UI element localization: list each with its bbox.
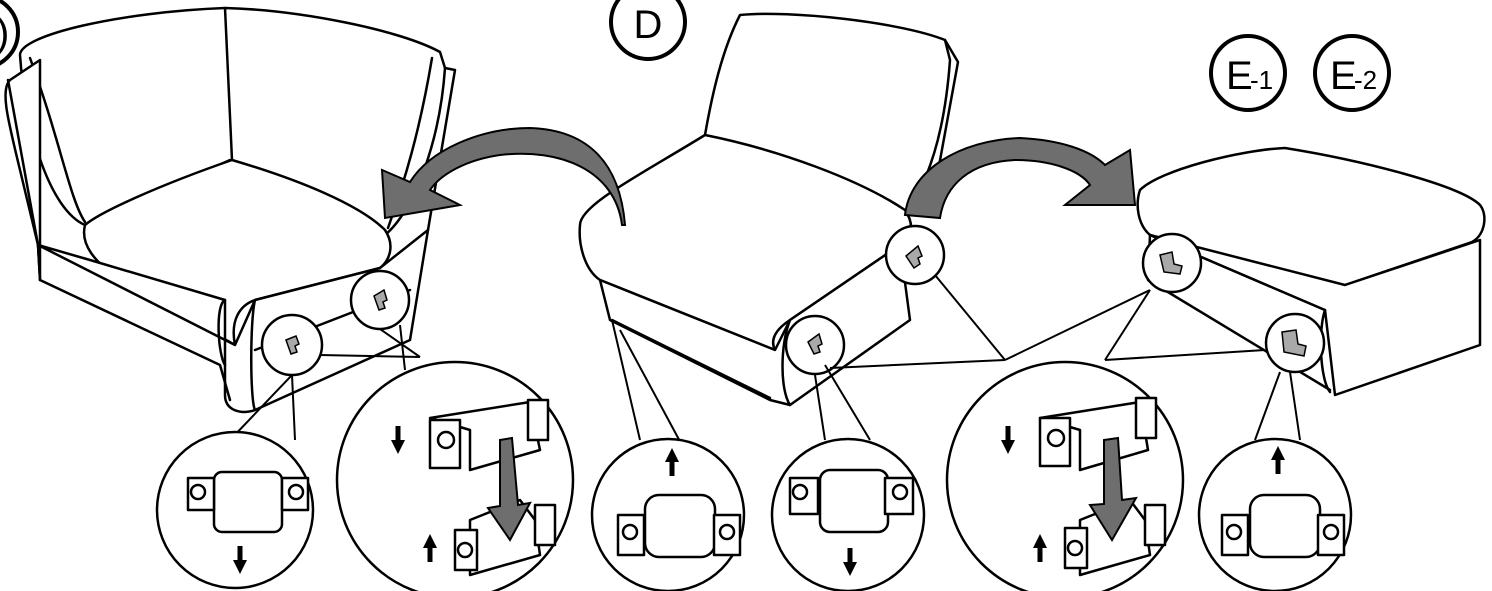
swap-arrow-icon [903, 136, 1137, 220]
svg-text:-1: -1 [1250, 65, 1273, 95]
svg-text:-2: -2 [1354, 65, 1377, 95]
svg-text:E: E [1226, 54, 1253, 98]
svg-text:E: E [1330, 54, 1357, 98]
section-badge-e2: E -2 [1313, 34, 1391, 112]
clip-detail-down [770, 437, 926, 591]
svg-text:D: D [634, 3, 663, 47]
section-badge-partial: ) [0, 0, 20, 66]
swap-arrow-icon [380, 126, 627, 226]
clip-detail-up [590, 437, 746, 591]
section-badge-e1: E -1 [1209, 34, 1287, 112]
corner-sofa-section [4, 6, 457, 441]
ottoman-section [1104, 146, 1486, 441]
svg-text:): ) [0, 11, 9, 55]
clip-connection-detail [945, 360, 1185, 591]
armless-sofa-section [578, 12, 1151, 461]
clip-detail-down [155, 430, 315, 590]
section-badge-d: D [609, 0, 687, 61]
clip-connection-detail [335, 360, 575, 591]
clip-detail-up [1197, 437, 1353, 591]
